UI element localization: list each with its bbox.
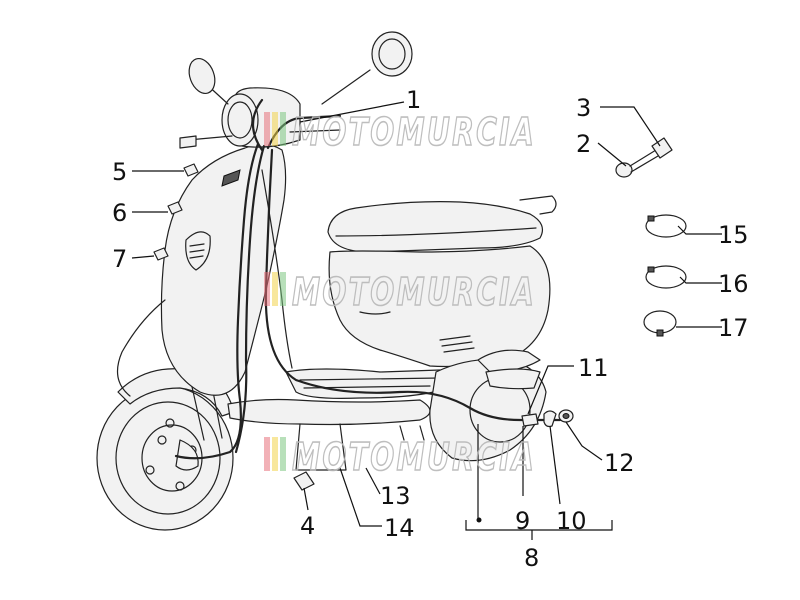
seat — [327, 201, 543, 253]
part-6-clip — [167, 201, 183, 215]
part-15-clamp — [645, 214, 687, 238]
mirror-left — [188, 57, 229, 105]
scooter-illustration — [96, 31, 557, 531]
label-part-6: 6 — [112, 199, 127, 227]
label-part-13: 13 — [380, 482, 411, 510]
part-3-clip — [651, 137, 673, 159]
label-part-12: 12 — [604, 449, 635, 477]
leg-shield — [160, 143, 287, 396]
part-9-fitting — [521, 413, 539, 427]
label-part-17: 17 — [718, 314, 749, 342]
part-7-clip — [153, 247, 169, 261]
label-part-1: 1 — [406, 86, 421, 114]
part-10-fitting — [543, 410, 557, 428]
front-wheel — [96, 385, 234, 531]
part-17-clamp — [643, 310, 677, 337]
part-12-nut — [558, 409, 574, 423]
label-part-5: 5 — [112, 158, 127, 186]
watermark-text-1: MOTOMURCIA — [292, 110, 536, 154]
label-part-2: 2 — [576, 130, 591, 158]
part-4-clip — [293, 471, 315, 491]
mirror-right — [321, 31, 413, 105]
part-5-clip — [183, 163, 199, 177]
label-part-9: 9 — [515, 507, 530, 535]
label-part-7: 7 — [112, 245, 127, 273]
leader-lines — [131, 101, 722, 540]
part-2-bolt — [615, 149, 659, 178]
label-part-8: 8 — [524, 544, 539, 572]
watermark-text-3: MOTOMURCIA — [292, 435, 536, 479]
label-part-11: 11 — [578, 354, 609, 382]
part-labels: 1 2 3 4 5 6 7 8 9 10 11 12 13 14 15 16 1… — [112, 86, 749, 572]
watermark-text-2: MOTOMURCIA — [292, 270, 536, 314]
watermark-2: MOTOMURCIA — [264, 269, 536, 315]
watermark-1: MOTOMURCIA — [264, 109, 536, 155]
label-part-16: 16 — [718, 270, 749, 298]
label-part-10: 10 — [556, 507, 587, 535]
watermark-3: MOTOMURCIA — [264, 434, 536, 480]
label-part-3: 3 — [576, 94, 591, 122]
part-16-clamp — [645, 265, 687, 289]
label-part-14: 14 — [384, 514, 415, 542]
label-part-15: 15 — [718, 221, 749, 249]
label-part-4: 4 — [300, 512, 315, 540]
